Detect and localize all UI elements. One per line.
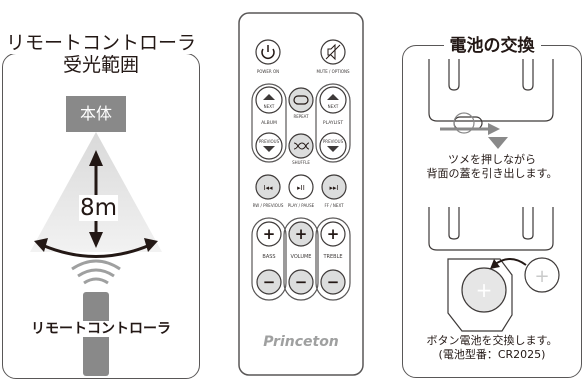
distance-label: 8m [79,195,119,221]
treble-rocker [315,217,351,301]
power-icon [261,48,275,59]
step1-line1: ツメを押しながら [448,153,536,166]
angle-arrow-left [34,238,48,252]
reception-range-illustration [30,132,162,376]
rewind-icon: I◂◂ [263,184,273,192]
main-unit-box: 本体 [66,96,126,132]
playlist-rocker [315,83,351,163]
battery-step2-caption: ボタン電池を交換します。 (電池型番：CR2025) [402,334,582,362]
volume-down-button[interactable]: − [288,269,314,295]
bass-label: BASS [262,254,275,260]
mute-button-label: MUTE / OPTIONS [316,69,350,74]
distance-arrow-head-up [89,150,103,166]
step1-line2: 背面の蓋を引き出します。 [426,167,558,180]
play-pause-label: PLAY / PAUSE [288,203,315,208]
volume-rocker [283,217,319,301]
album-previous-button[interactable]: PREVIOUS [255,132,283,160]
battery-step1-caption: ツメを押しながら 背面の蓋を引き出します。 [402,153,582,181]
minus-icon: − [327,273,340,291]
power-button[interactable] [255,39,281,65]
repeat-label: REPEAT [293,114,309,119]
reception-title-line2: 受光範囲 [59,54,142,76]
tab-press-arrow [488,137,508,149]
treble-up-button[interactable]: + [320,221,346,247]
battery-illustration: + + [428,59,560,332]
album-next-button[interactable]: NEXT [255,86,283,114]
distance-arrow-head-down [89,232,103,248]
volume-label: VOLUME [291,254,312,260]
treble-down-button[interactable]: − [320,269,346,295]
album-next-label: NEXT [264,104,275,109]
pull-arrow-head [488,123,500,135]
down-arrow-icon [263,146,275,152]
album-previous-label: PREVIOUS [259,139,280,144]
remote-controller-label-text: リモートコントローラ [29,321,173,337]
battery-cover-step1 [428,59,554,134]
bass-rocker [251,217,287,301]
up-arrow-icon [327,94,339,100]
playlist-previous-label: PREVIOUS [323,139,344,144]
treble-label: TREBLE [322,254,342,260]
album-rocker [251,83,287,163]
minus-icon: − [263,273,276,291]
album-label: ALBUM [261,120,277,126]
battery-plus-icon: + [476,278,493,302]
shuffle-button[interactable] [288,133,314,159]
play-pause-icon: ▸II [297,184,305,192]
up-arrow-icon [263,94,275,100]
playlist-previous-button[interactable]: PREVIOUS [319,132,347,160]
bass-down-button[interactable]: − [256,269,282,295]
brand-logo: Princeton [263,334,339,350]
old-battery [461,267,507,313]
mute-button[interactable] [320,39,346,65]
reception-range-title: リモートコントローラ 受光範囲 [0,32,202,76]
playlist-next-label: NEXT [328,104,339,109]
minus-icon: − [295,273,308,291]
battery-title-text: 電池の交換 [443,36,541,56]
step2-line2: (電池型番：CR2025) [438,348,546,361]
repeat-icon [293,95,309,105]
mute-icon [327,43,336,61]
swap-arrow-head [490,259,500,269]
battery-plus-icon: + [534,266,549,287]
rewind-button[interactable]: I◂◂ [255,174,281,200]
volume-up-button[interactable]: + [288,221,314,247]
new-battery [524,257,560,293]
rewind-label: RW / PREVIOUS [253,203,284,208]
remote-control: POWER ON MUTE / OPTIONS NEXT ALBUM PREVI… [238,12,364,376]
angle-arrow-right [144,238,158,252]
shuffle-icon [293,142,310,150]
plus-icon: + [263,225,276,243]
play-pause-button[interactable]: ▸II [288,174,314,200]
fast-forward-button[interactable]: ▸▸I [321,174,347,200]
ir-signal-waves [71,259,121,285]
plus-icon: + [295,225,308,243]
reception-title-line1: リモートコントローラ [2,32,199,54]
power-button-label: POWER ON [257,69,279,74]
battery-replacement-title: 電池の交換 [402,36,582,56]
fast-forward-icon: ▸▸I [329,184,338,192]
shuffle-label: SHUFFLE [292,160,310,165]
playlist-label: PLAYLIST [323,120,343,126]
fast-forward-label: FF / NEXT [324,203,344,208]
repeat-button[interactable] [288,87,314,113]
playlist-next-button[interactable]: NEXT [319,86,347,114]
bass-up-button[interactable]: + [256,221,282,247]
step2-line1: ボタン電池を交換します。 [426,334,558,347]
down-arrow-icon [327,146,339,152]
angle-arc [41,243,151,258]
plus-icon: + [327,225,340,243]
remote-controller-label: リモートコントローラ [0,318,202,338]
